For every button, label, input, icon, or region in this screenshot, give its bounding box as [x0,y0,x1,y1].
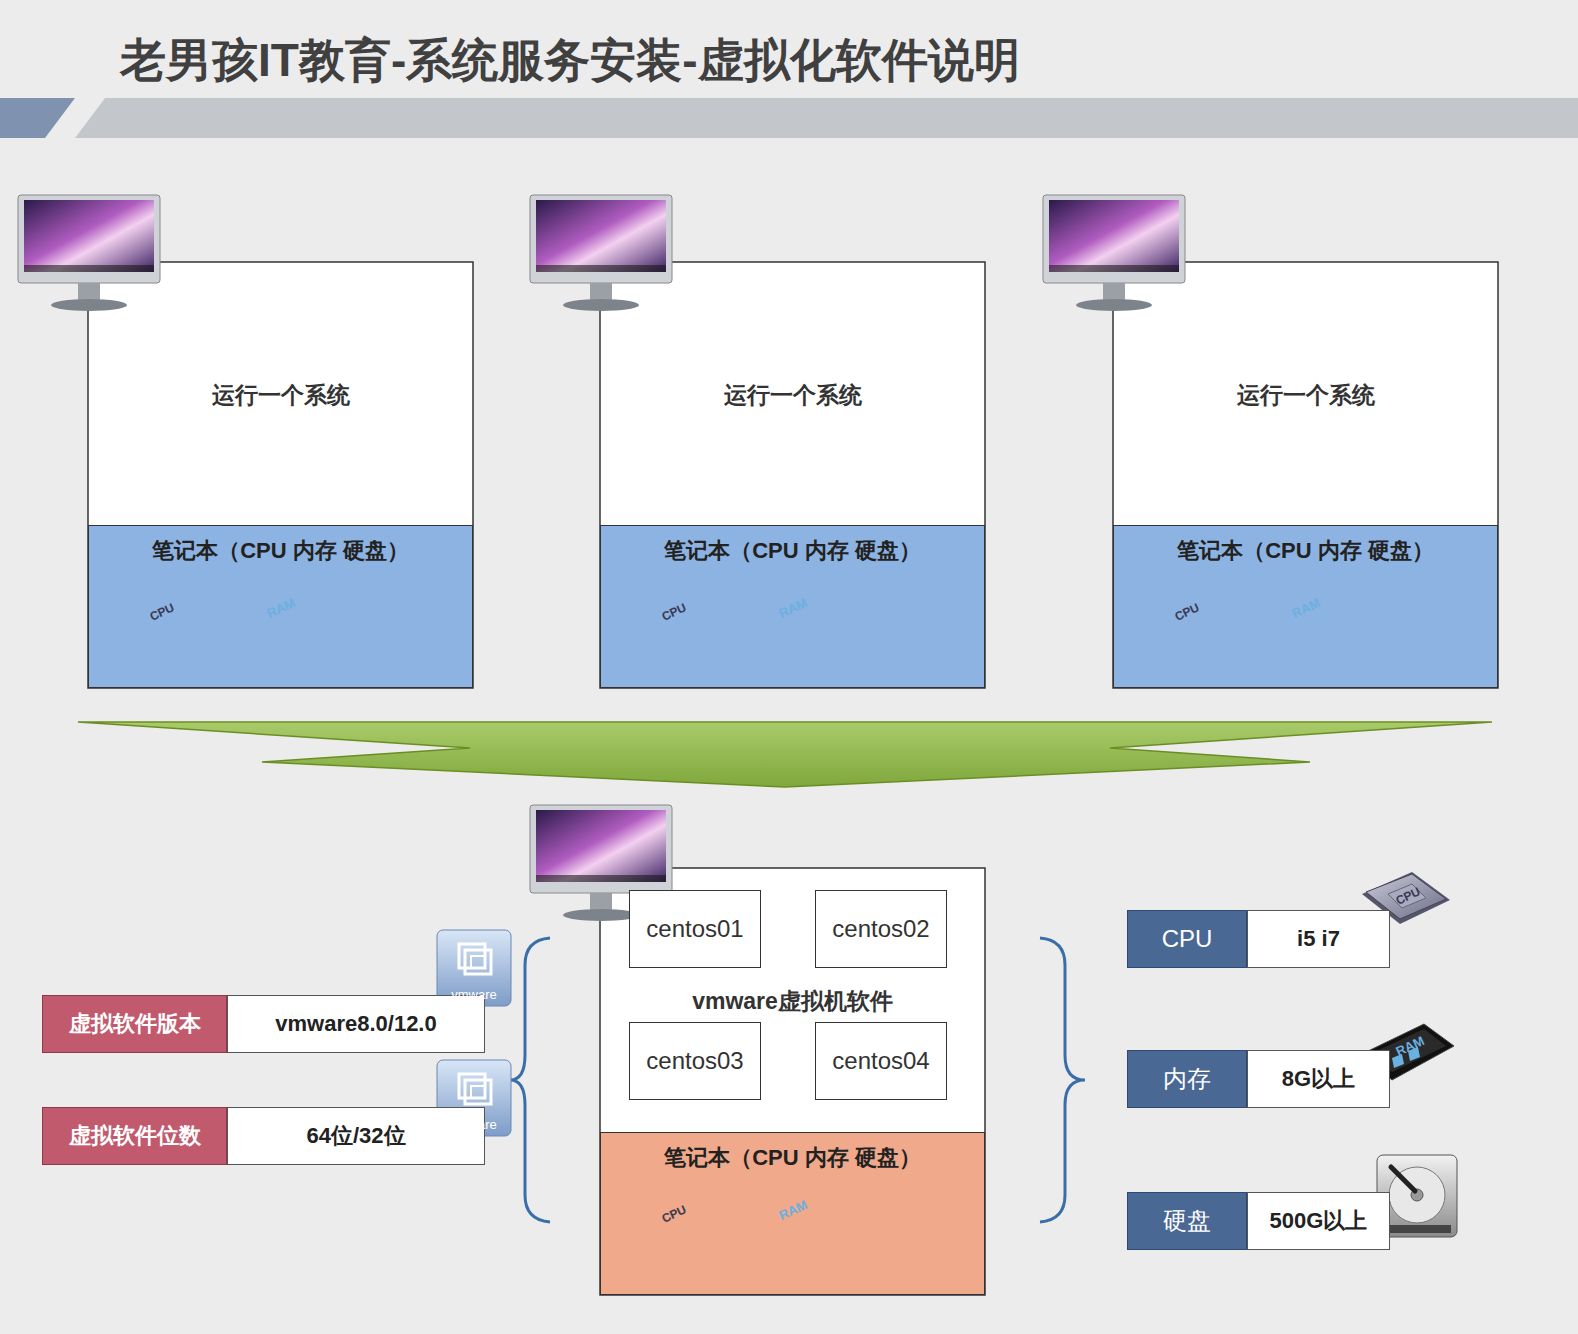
spec-value: 8G以上 [1247,1050,1390,1108]
node-text: vmware虚拟机软件 [692,986,893,1017]
spec-value: vmware8.0/12.0 [227,995,485,1053]
node-text: vmware8.0/12.0 [275,1011,436,1037]
vm-box: centos03 [629,1022,761,1100]
right-brace [1040,938,1085,1222]
slide-title: 老男孩IT教育-系统服务安装-虚拟化软件说明 [120,30,1020,92]
merge-arrow [78,722,1492,787]
monitor-icon [530,195,672,311]
box-fill [1113,262,1498,688]
vm-box: centos04 [815,1022,947,1100]
ram-chip-text: RAM [1393,1033,1426,1059]
spec-value: 64位/32位 [227,1107,485,1165]
header-band [75,98,1578,138]
node-text: 内存 [1163,1063,1211,1095]
box-fill [600,262,985,688]
cpu-chip-text: CPU [1394,884,1423,907]
hw-label: 硬盘 [1127,1192,1247,1250]
hw-label: 内存 [1127,1050,1247,1108]
node-text: 笔记本（CPU 内存 硬盘） [664,536,921,566]
system-box: 运行一个系统笔记本（CPU 内存 硬盘） [1113,262,1498,688]
spec-label: 虚拟软件位数 [42,1107,227,1165]
node-text: 笔记本（CPU 内存 硬盘） [664,1143,921,1173]
vm-box: centos01 [629,890,761,968]
vmware-logo-text: vmware [451,987,497,1002]
spec-value: i5 i7 [1247,910,1390,968]
node-text: centos02 [832,915,929,943]
node-text: centos01 [646,915,743,943]
system-box: 运行一个系统笔记本（CPU 内存 硬盘） [88,262,473,688]
left-brace [510,938,550,1222]
node-text: 64位/32位 [306,1121,405,1151]
node-text: i5 i7 [1297,926,1340,952]
system-box: vmware虚拟机软件 centos01 centos02 centos03 cento… [600,868,985,1295]
node-text: 8G以上 [1282,1064,1355,1094]
node-text: 运行一个系统 [212,380,350,411]
node-text: 硬盘 [1163,1205,1211,1237]
node-text: 虚拟软件版本 [69,1009,201,1039]
spec-value: 500G以上 [1247,1192,1390,1250]
monitor-icon [1043,195,1185,311]
header-accent [0,98,75,138]
node-text: centos03 [646,1047,743,1075]
node-text: 500G以上 [1270,1206,1368,1236]
system-box: 运行一个系统笔记本（CPU 内存 硬盘） [600,262,985,688]
node-text: 运行一个系统 [1237,380,1375,411]
vmware-logo-text: vmware [451,1117,497,1132]
node-text: 虚拟软件位数 [69,1121,201,1151]
node-text: 笔记本（CPU 内存 硬盘） [152,536,409,566]
box-fill [600,868,985,1295]
node-text: CPU [1162,925,1213,953]
node-text: centos04 [832,1047,929,1075]
hw-label: CPU [1127,910,1247,968]
spec-label: 虚拟软件版本 [42,995,227,1053]
node-text: 笔记本（CPU 内存 硬盘） [1177,536,1434,566]
vm-box: centos02 [815,890,947,968]
node-text: 运行一个系统 [724,380,862,411]
monitor-icon [18,195,160,311]
box-fill [88,262,473,688]
